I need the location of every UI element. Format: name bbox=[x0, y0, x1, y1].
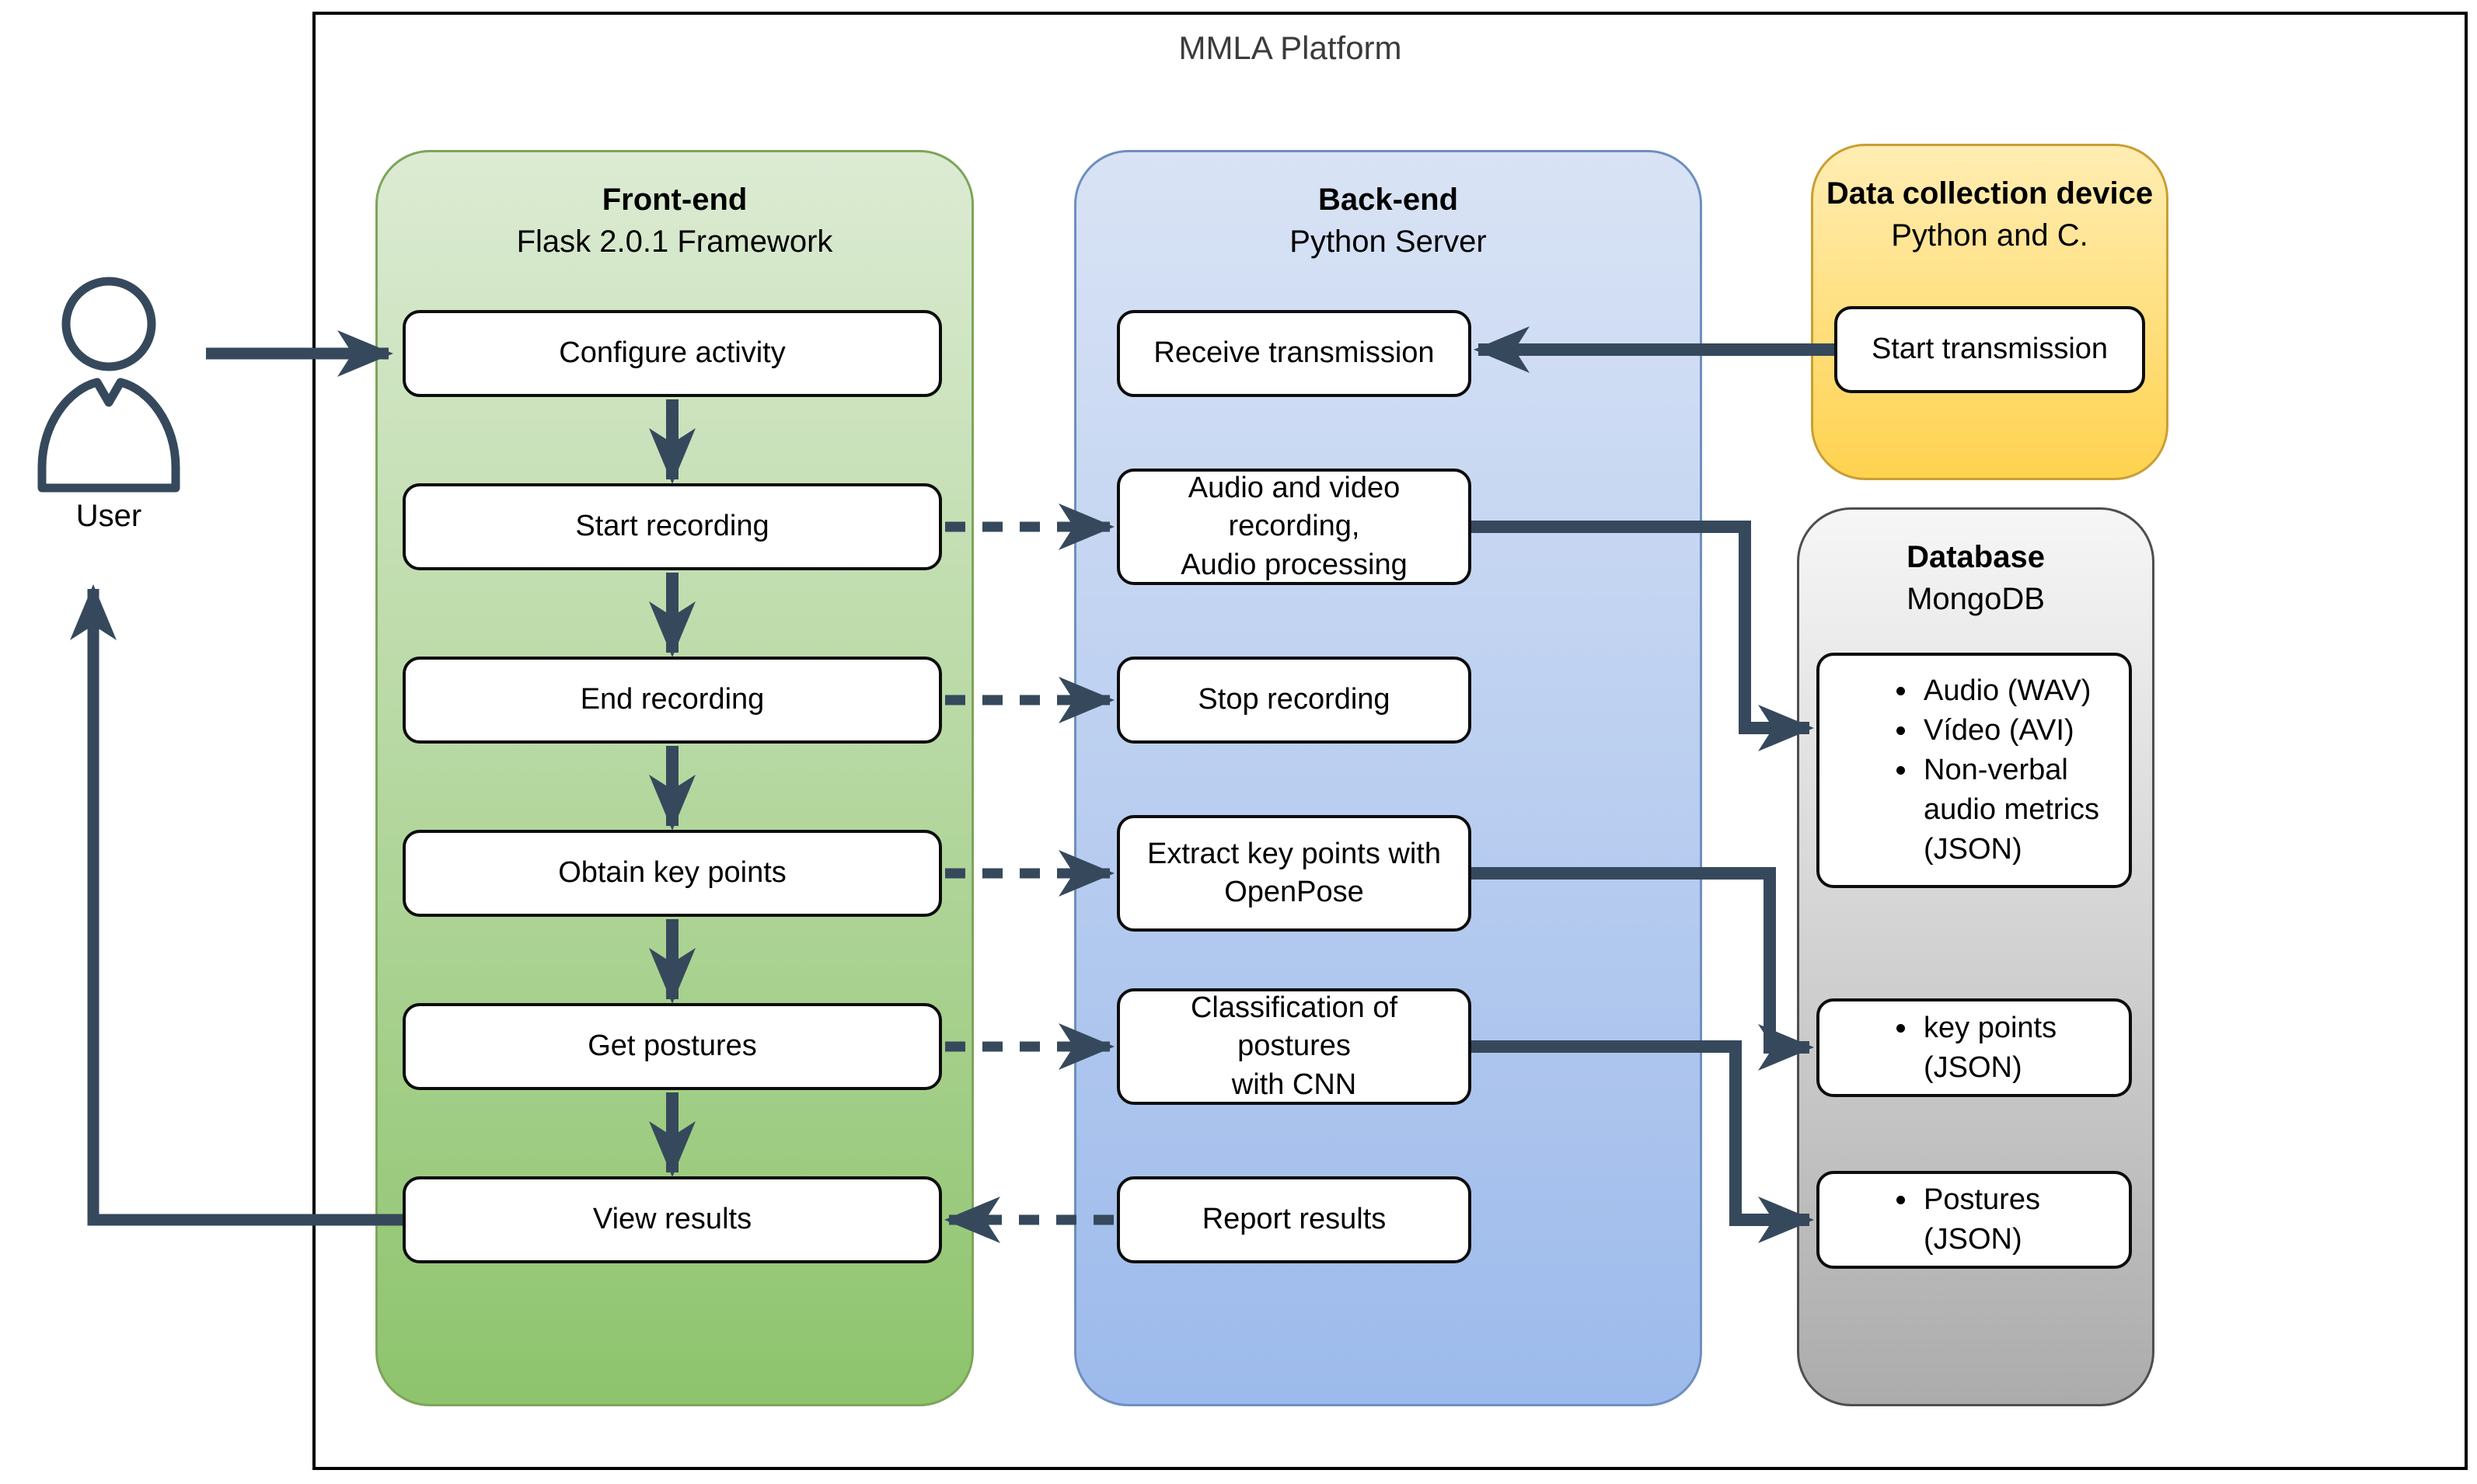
frontend-header: Front-end Flask 2.0.1 Framework bbox=[378, 179, 972, 263]
backend-subtitle: Python Server bbox=[1289, 225, 1487, 259]
node-view-results: View results bbox=[403, 1176, 942, 1263]
node-report-results: Report results bbox=[1117, 1176, 1471, 1263]
database-title: Database bbox=[1907, 540, 2045, 574]
frontend-subtitle: Flask 2.0.1 Framework bbox=[516, 225, 833, 259]
node-end-recording: End recording bbox=[403, 657, 942, 744]
node-receive-transmission: Receive transmission bbox=[1117, 310, 1471, 397]
db-box-keypoints: key points (JSON) bbox=[1816, 998, 2132, 1097]
node-obtain-key-points: Obtain key points bbox=[403, 830, 942, 917]
database-container: Database MongoDB bbox=[1797, 507, 2154, 1406]
node-start-recording: Start recording bbox=[403, 483, 942, 570]
db-box-media: Audio (WAV) Vídeo (AVI) Non-verbal audio… bbox=[1816, 653, 2132, 888]
diagram-title: MMLA Platform bbox=[1178, 30, 1402, 66]
node-start-transmission: Start transmission bbox=[1834, 306, 2145, 393]
node-classification-postures: Classification of postures with CNN bbox=[1117, 988, 1471, 1105]
user-icon bbox=[37, 277, 180, 493]
node-extract-key-points: Extract key points with OpenPose bbox=[1117, 815, 1471, 932]
database-header: Database MongoDB bbox=[1799, 536, 2152, 620]
device-subtitle: Python and C. bbox=[1891, 218, 2088, 253]
node-stop-recording: Stop recording bbox=[1117, 657, 1471, 744]
node-get-postures: Get postures bbox=[403, 1003, 942, 1090]
backend-header: Back-end Python Server bbox=[1076, 179, 1700, 263]
db-keypoints-list: key points (JSON) bbox=[1819, 1008, 2129, 1088]
node-audio-video-recording: Audio and video recording, Audio process… bbox=[1117, 469, 1471, 585]
backend-title: Back-end bbox=[1317, 183, 1459, 217]
list-item: Audio (WAV) bbox=[1919, 671, 2129, 711]
db-media-list: Audio (WAV) Vídeo (AVI) Non-verbal audio… bbox=[1819, 671, 2129, 869]
node-configure-activity: Configure activity bbox=[403, 310, 942, 397]
list-item: Vídeo (AVI) bbox=[1919, 711, 2129, 751]
db-postures-list: Postures (JSON) bbox=[1819, 1180, 2129, 1259]
frontend-title: Front-end bbox=[602, 183, 748, 217]
list-item: key points (JSON) bbox=[1919, 1008, 2129, 1088]
device-title: Data collection device bbox=[1826, 176, 2154, 211]
device-header: Data collection device Python and C. bbox=[1813, 172, 2166, 256]
database-subtitle: MongoDB bbox=[1907, 582, 2045, 616]
db-box-postures: Postures (JSON) bbox=[1816, 1171, 2132, 1269]
list-item: Non-verbal audio metrics (JSON) bbox=[1919, 751, 2129, 869]
user-label: User bbox=[75, 499, 142, 533]
list-item: Postures (JSON) bbox=[1919, 1180, 2129, 1259]
